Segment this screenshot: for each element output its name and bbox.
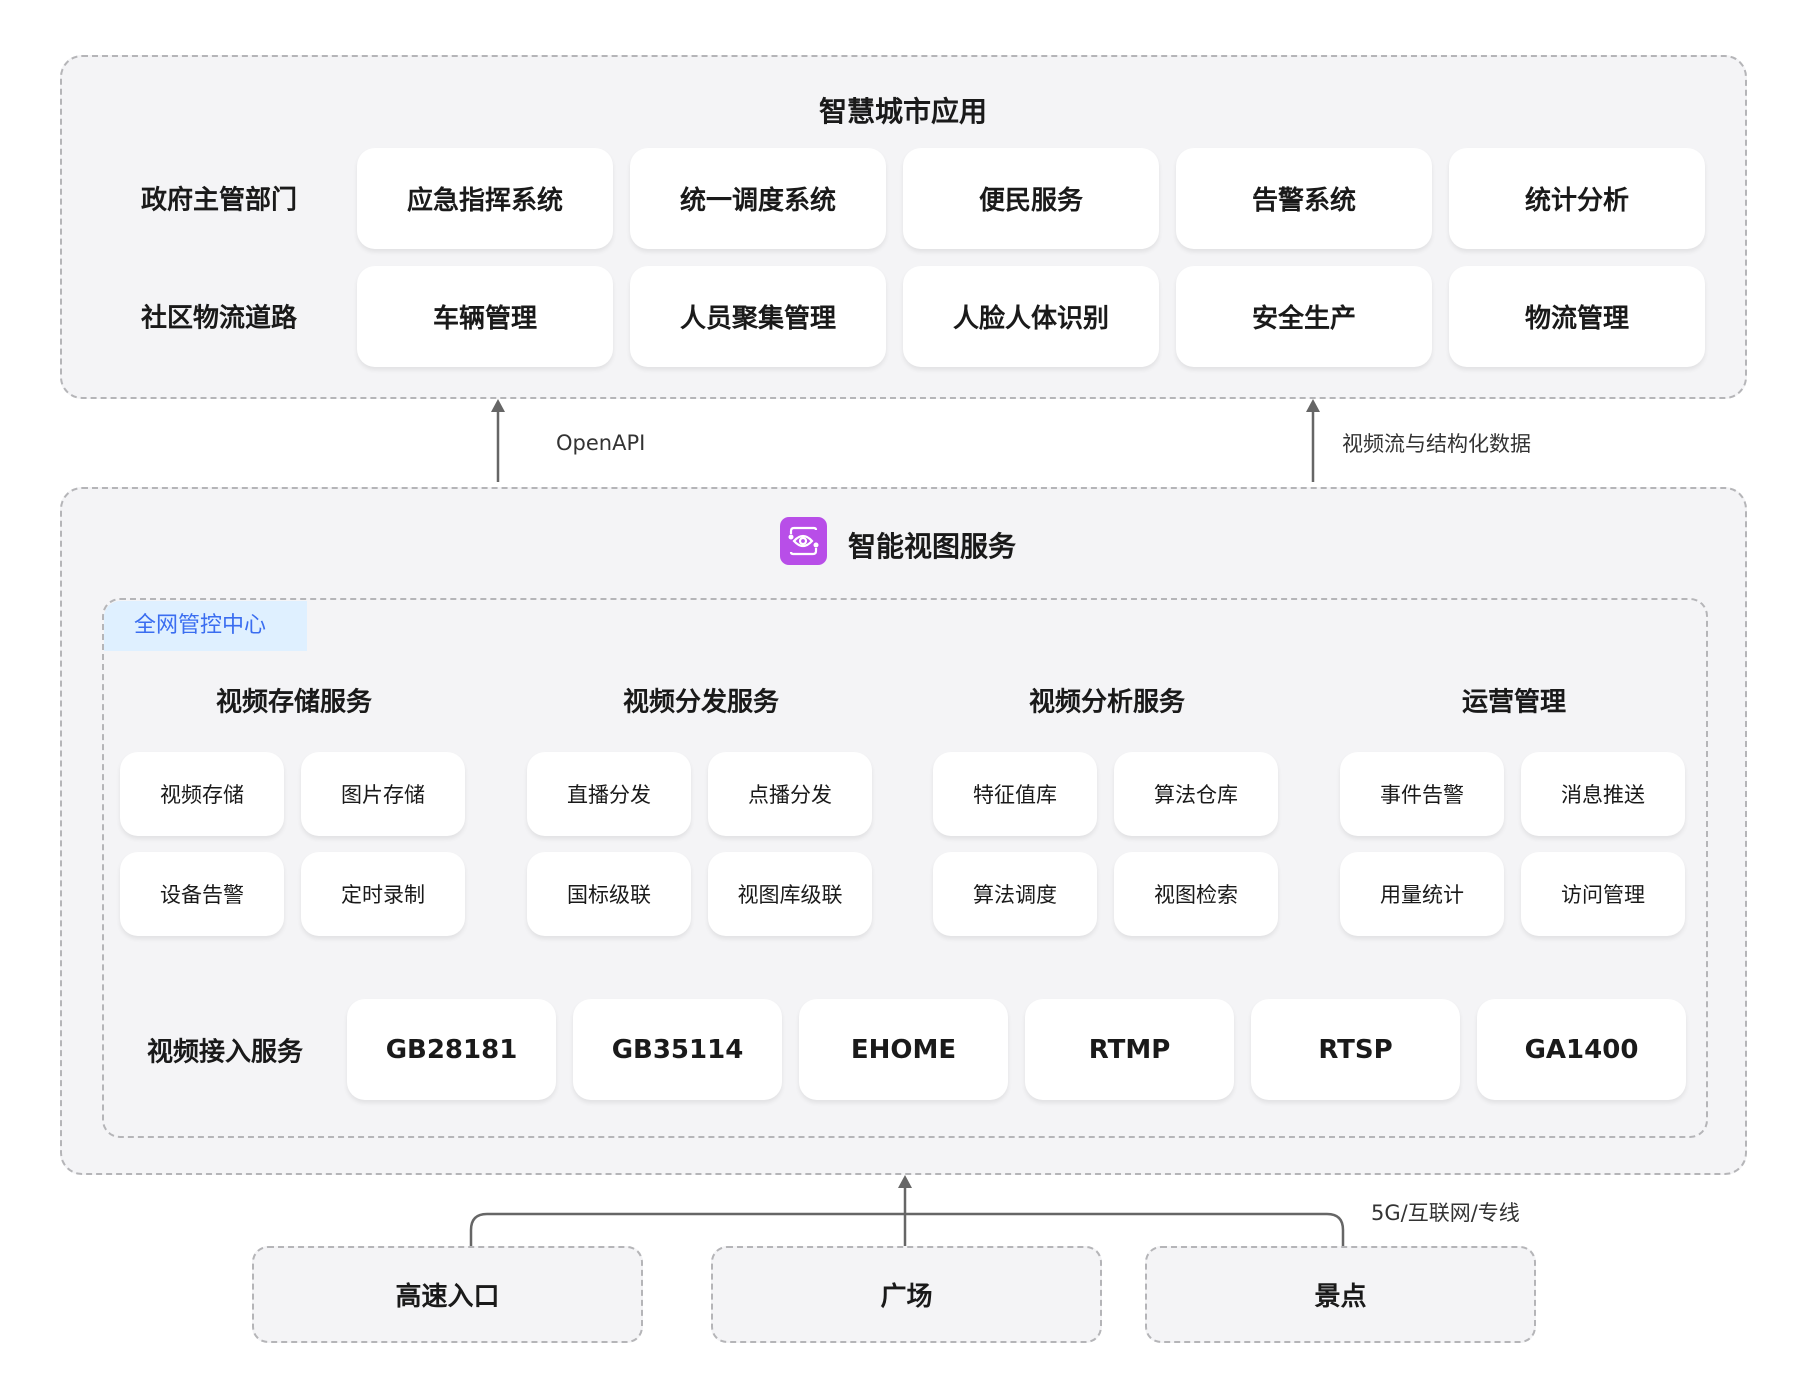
service-card[interactable]: 点播分发 [708, 752, 872, 836]
service-card[interactable]: 视频存储 [120, 752, 284, 836]
source-box[interactable]: 高速入口 [252, 1246, 643, 1343]
smart-view-service-title: 智能视图服务 [848, 530, 1017, 563]
service-card[interactable]: 国标级联 [527, 852, 691, 936]
network-label: 5G/互联网/专线 [1371, 1201, 1520, 1225]
service-card[interactable]: 消息推送 [1521, 752, 1685, 836]
network-bracket [469, 1212, 1345, 1246]
protocol-card[interactable]: RTSP [1251, 999, 1460, 1100]
access-service-label: 视频接入服务 [146, 1037, 304, 1068]
service-card[interactable]: 设备告警 [120, 852, 284, 936]
service-card[interactable]: 视图检索 [1114, 852, 1278, 936]
app-card[interactable]: 人员聚集管理 [630, 266, 886, 367]
video-data-label: 视频流与结构化数据 [1342, 432, 1531, 456]
group-title: 视频分析服务 [1028, 687, 1186, 718]
source-box[interactable]: 景点 [1145, 1246, 1536, 1343]
group-title: 视频存储服务 [215, 687, 373, 718]
service-card[interactable]: 事件告警 [1340, 752, 1504, 836]
service-card[interactable]: 算法调度 [933, 852, 1097, 936]
row-label: 政府主管部门 [140, 185, 298, 216]
group-title: 视频分发服务 [622, 687, 780, 718]
app-card[interactable]: 统一调度系统 [630, 148, 886, 249]
app-card[interactable]: 安全生产 [1176, 266, 1432, 367]
app-card[interactable]: 物流管理 [1449, 266, 1705, 367]
smart-city-apps-title: 智慧城市应用 [818, 95, 988, 128]
service-card[interactable]: 用量统计 [1340, 852, 1504, 936]
app-card[interactable]: 人脸人体识别 [903, 266, 1159, 367]
app-card[interactable]: 统计分析 [1449, 148, 1705, 249]
service-card[interactable]: 视图库级联 [708, 852, 872, 936]
source-box[interactable]: 广场 [711, 1246, 1102, 1343]
protocol-card[interactable]: GA1400 [1477, 999, 1686, 1100]
app-card[interactable]: 车辆管理 [357, 266, 613, 367]
protocol-card[interactable]: RTMP [1025, 999, 1234, 1100]
row-label: 社区物流道路 [140, 303, 298, 334]
group-title: 运营管理 [1461, 687, 1567, 718]
protocol-card[interactable]: EHOME [799, 999, 1008, 1100]
service-card[interactable]: 访问管理 [1521, 852, 1685, 936]
service-card[interactable]: 定时录制 [301, 852, 465, 936]
app-card[interactable]: 便民服务 [903, 148, 1159, 249]
service-card[interactable]: 图片存储 [301, 752, 465, 836]
openapi-label: OpenAPI [556, 431, 646, 455]
protocol-card[interactable]: GB35114 [573, 999, 782, 1100]
service-card[interactable]: 算法仓库 [1114, 752, 1278, 836]
network-control-center-tag: 全网管控中心 [104, 601, 307, 651]
service-card[interactable]: 特征值库 [933, 752, 1097, 836]
protocol-card[interactable]: GB28181 [347, 999, 556, 1100]
eye-scan-icon [780, 517, 827, 565]
service-card[interactable]: 直播分发 [527, 752, 691, 836]
app-card[interactable]: 告警系统 [1176, 148, 1432, 249]
app-card[interactable]: 应急指挥系统 [357, 148, 613, 249]
